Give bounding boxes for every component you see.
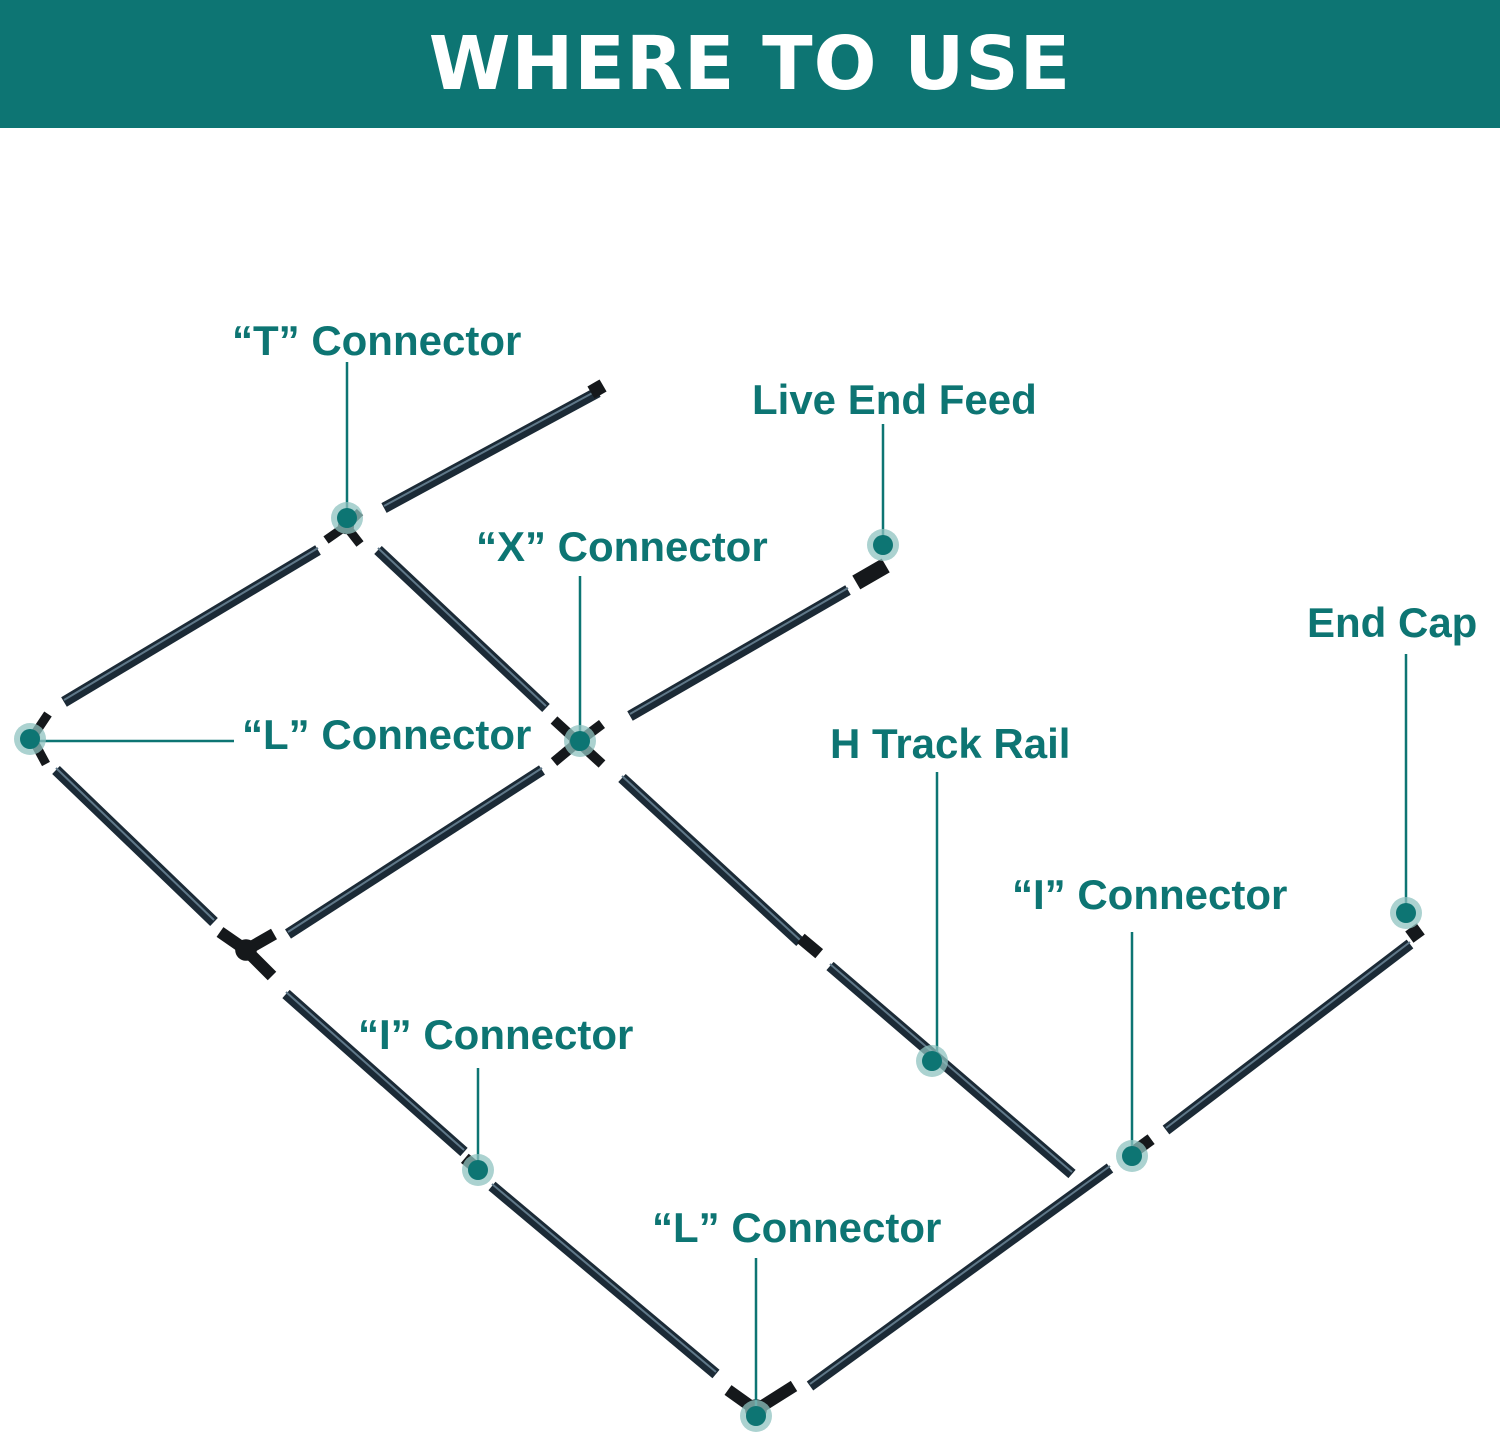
track-rail-highlight-1	[383, 389, 599, 507]
track-rail-highlight-3	[377, 547, 547, 707]
track-rail-12	[1162, 939, 1414, 1135]
x-connector-marker-dot	[570, 731, 590, 751]
end-cap-marker-dot	[1396, 903, 1416, 923]
track-rail-highlight-12	[1165, 941, 1411, 1129]
h-track-rail-label: H Track Rail	[830, 720, 1070, 767]
track-rail-highlight-4	[629, 587, 849, 715]
track-rail-7	[618, 773, 804, 947]
live-end-feed-marker-dot	[873, 535, 893, 555]
end-cap-top	[587, 379, 607, 399]
track-rail-highlight-7	[621, 775, 801, 941]
track-rail-highlight-11	[809, 1165, 1111, 1385]
track-rail-4	[627, 585, 851, 721]
track-rail-1	[381, 387, 601, 513]
header-banner: WHERE TO USE	[0, 0, 1500, 128]
track-rail-highlight-9	[285, 991, 465, 1151]
l-connector-bottom-marker-dot	[746, 1406, 766, 1426]
t-connector-label: “T” Connector	[232, 317, 521, 364]
track-rail-6	[285, 765, 545, 939]
track-rail-11	[806, 1163, 1114, 1391]
i-connector-right-label: “I” Connector	[1012, 871, 1287, 918]
i-connector-right-marker-dot	[1122, 1146, 1142, 1166]
track-rail-highlight-6	[287, 767, 543, 933]
track-rail-8	[826, 961, 1076, 1179]
t-connector-marker-dot	[337, 508, 357, 528]
track-rail-5	[52, 766, 218, 926]
i-connector-left-marker-dot	[468, 1160, 488, 1180]
track-rail-9	[282, 989, 468, 1157]
callout-label-group: “T” Connector Live End Feed “X” Connecto…	[232, 317, 1477, 1251]
track-rail-2	[61, 545, 321, 707]
track-rail-highlight-5	[55, 767, 215, 921]
h-track-rail-marker-dot	[922, 1051, 942, 1071]
track-rail-highlight-2	[63, 547, 319, 701]
x-connector-label: “X” Connector	[476, 523, 768, 570]
end-cap-label: End Cap	[1307, 599, 1477, 646]
live-end-feed-label: Live End Feed	[752, 376, 1037, 423]
l-connector-bottom-label: “L” Connector	[652, 1204, 941, 1251]
marker-group	[14, 502, 1422, 1432]
track-rail-highlight-10	[491, 1183, 717, 1373]
i-connector-mid	[796, 933, 824, 959]
l-connector-left-marker-dot	[20, 729, 40, 749]
leader-line-group	[38, 362, 1408, 1414]
track-rail-10	[488, 1181, 720, 1379]
track-rail-3	[374, 545, 550, 713]
t-connector-bottom	[216, 927, 277, 981]
live-end-feed-connector	[852, 558, 890, 590]
rail-group	[52, 387, 1414, 1391]
track-rail-highlight-8	[829, 963, 1073, 1173]
l-connector-left-label: “L” Connector	[242, 711, 531, 758]
page-title: WHERE TO USE	[428, 21, 1072, 107]
i-connector-left-label: “I” Connector	[358, 1011, 633, 1058]
t-connector-bottom-hub	[235, 939, 257, 961]
